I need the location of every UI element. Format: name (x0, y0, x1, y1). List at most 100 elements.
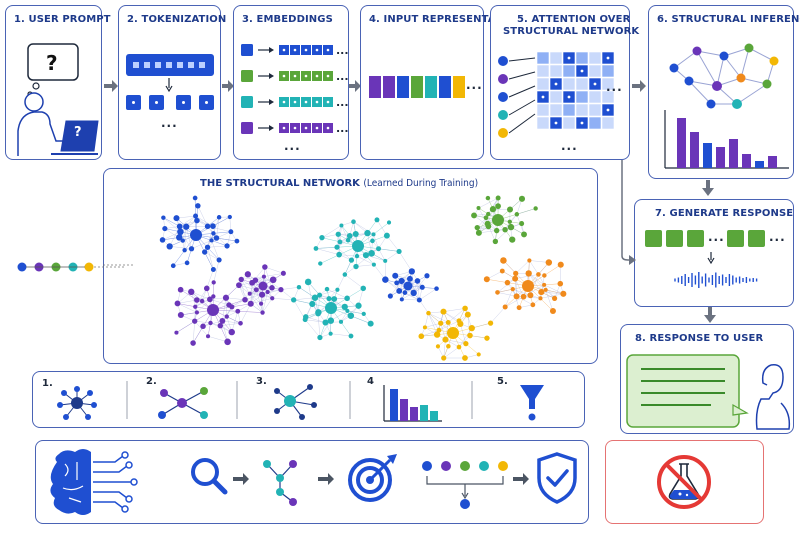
network-node (383, 258, 388, 263)
step-3-title: 3. EMBEDDINGS (242, 14, 333, 25)
panel-attention: 5. ATTENTION OVER STRUCTURAL NETWORK ... (490, 5, 639, 160)
network-node (270, 296, 275, 301)
network-node (324, 286, 330, 292)
network-node (194, 310, 200, 315)
network-node (247, 291, 252, 296)
network-node (208, 320, 213, 326)
network-node (527, 258, 532, 263)
network-node (502, 226, 508, 233)
panel-user-prompt: 1. USER PROMPT ? ? (5, 5, 111, 160)
network-node (348, 257, 355, 263)
attention-query-node (498, 56, 508, 66)
network-node (353, 263, 359, 270)
embedding-row-ellipsis: ... (336, 70, 349, 83)
network-node (184, 260, 190, 266)
network-hub-node (207, 304, 219, 316)
network-node (536, 272, 541, 277)
attention-matrix-cell (588, 90, 602, 104)
network-node (204, 244, 211, 250)
network-node (348, 333, 354, 339)
attention-matrix-cell (536, 116, 550, 130)
network-node (370, 238, 375, 244)
network-node (551, 295, 558, 301)
network-node (313, 246, 319, 251)
network-node (182, 247, 187, 253)
network-node (410, 289, 417, 297)
network-node (500, 257, 507, 264)
network-node (513, 293, 520, 300)
network-node (402, 290, 408, 295)
connector-5-to-7 (621, 160, 636, 265)
network-node (235, 308, 241, 314)
network-node (408, 268, 415, 275)
network-node (261, 274, 266, 279)
network-node (355, 302, 362, 309)
network-node (487, 320, 494, 326)
attention-matrix-cell (601, 90, 615, 104)
network-node (211, 280, 216, 285)
network-node (207, 296, 213, 303)
embedding-token-square (241, 96, 253, 108)
network-node (441, 355, 447, 361)
step-7-title: 7. GENERATE RESPONSE (655, 208, 794, 219)
network-node (328, 331, 333, 336)
network-node (194, 217, 200, 224)
network-node (204, 223, 211, 229)
network-node (216, 215, 222, 220)
network-node (512, 275, 519, 282)
attention-matrix-cell (562, 64, 576, 78)
network-node (174, 330, 179, 335)
legend-icons (57, 381, 544, 422)
network-node (502, 304, 508, 310)
network-node (467, 332, 473, 339)
network-node (525, 270, 532, 277)
step-5-title-line2: STRUCTURAL NETWORK (503, 26, 640, 37)
network-node (504, 279, 511, 286)
attention-query-node (498, 128, 508, 138)
network-node (543, 287, 548, 292)
network-node (464, 311, 471, 318)
network-hub-node (522, 280, 534, 292)
attention-matrix-cell (562, 103, 576, 117)
network-hub-node (352, 240, 364, 252)
network-hub-node (325, 302, 337, 314)
network-node (161, 215, 166, 220)
panel-structural-network (103, 168, 598, 364)
network-node (280, 270, 286, 276)
embedding-rows-diagram: ............ (241, 44, 349, 135)
network-node (457, 320, 464, 327)
network-node (291, 297, 297, 303)
network-node (326, 296, 332, 302)
network-node (210, 223, 216, 229)
network-node (224, 314, 229, 319)
network-node (234, 238, 240, 244)
embedding-token-square (241, 70, 253, 82)
attention-matrix-cell (549, 103, 563, 117)
legend-label-3: 3. (256, 376, 267, 387)
network-node (438, 320, 444, 326)
network-node (317, 334, 323, 341)
network-node (176, 223, 183, 230)
network-node (382, 276, 389, 283)
network-node (346, 233, 353, 239)
network-node (247, 300, 254, 307)
input-ellipsis: ... (466, 78, 483, 92)
panel-legend (32, 371, 585, 428)
network-node (177, 286, 184, 293)
panel-tokenization: 2. TOKENIZATION ... (118, 5, 226, 160)
panel-response-to-user: 8. RESPONSE TO USER (620, 324, 794, 434)
attention-matrix-cell (575, 77, 589, 91)
network-node (210, 267, 216, 272)
flow-arrow-7-8 (704, 307, 716, 323)
flow-arrow-5-6 (632, 80, 646, 92)
attention-matrix-cell (575, 103, 589, 117)
network-node (371, 232, 376, 237)
legend-label-5: 5. (497, 376, 508, 387)
attention-matrix-cell (536, 64, 550, 78)
network-node (463, 340, 469, 347)
network-node (485, 195, 491, 201)
network-node (206, 334, 211, 339)
network-node (462, 305, 468, 312)
attention-ellipsis-bottom: ... (561, 139, 578, 153)
legend-label-1: 1. (42, 378, 53, 389)
